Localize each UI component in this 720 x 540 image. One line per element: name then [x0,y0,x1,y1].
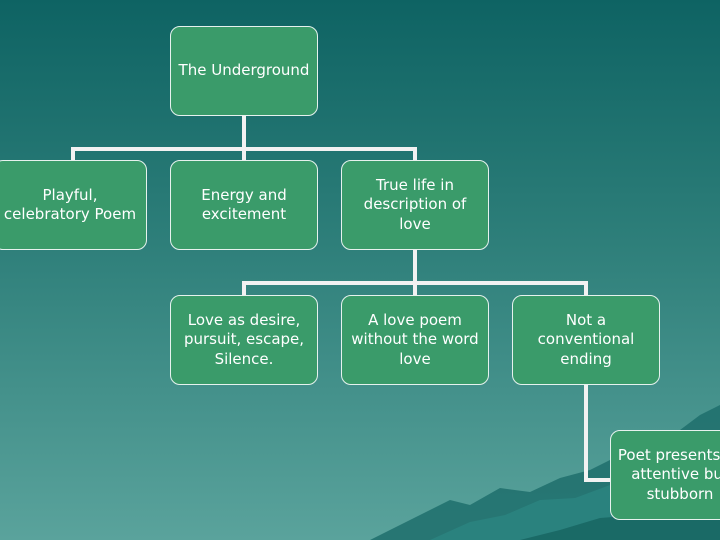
node-root-label: The Underground [178,61,310,80]
node-love-desire: Love as desire, pursuit, escape, Silence… [170,295,318,385]
node-energy-excitement: Energy and excitement [170,160,318,250]
connector-to-playful [71,147,75,161]
connector-to-poet [584,478,612,482]
connector-to-energy [242,147,246,161]
node-not-conventional-label: Not a conventional ending [537,310,635,368]
node-playful-celebratory: Playful, celebratory Poem [0,160,147,250]
node-playful-label: Playful, celebratory Poem [3,185,137,224]
node-true-life: True life in description of love [341,160,489,250]
node-poet-presents: Poet presents as attentive but stubborn [610,430,720,520]
connector-root-down [242,116,246,149]
node-true-life-label: True life in description of love [363,175,467,233]
node-love-poem: A love poem without the word love [341,295,489,385]
node-not-conventional: Not a conventional ending [512,295,660,385]
node-energy-label: Energy and excitement [201,185,287,224]
connector-to-love-poem [413,281,417,296]
node-love-poem-label: A love poem without the word love [351,310,479,368]
connector-to-truelife [413,147,417,161]
connector-to-love-desire [242,281,246,296]
node-root: The Underground [170,26,318,116]
connector-truelife-down [413,249,417,284]
node-poet-presents-label: Poet presents as attentive but stubborn [617,445,720,503]
node-love-desire-label: Love as desire, pursuit, escape, Silence… [183,310,305,368]
connector-ending-down [584,383,588,481]
connector-to-not-conventional [584,281,588,296]
